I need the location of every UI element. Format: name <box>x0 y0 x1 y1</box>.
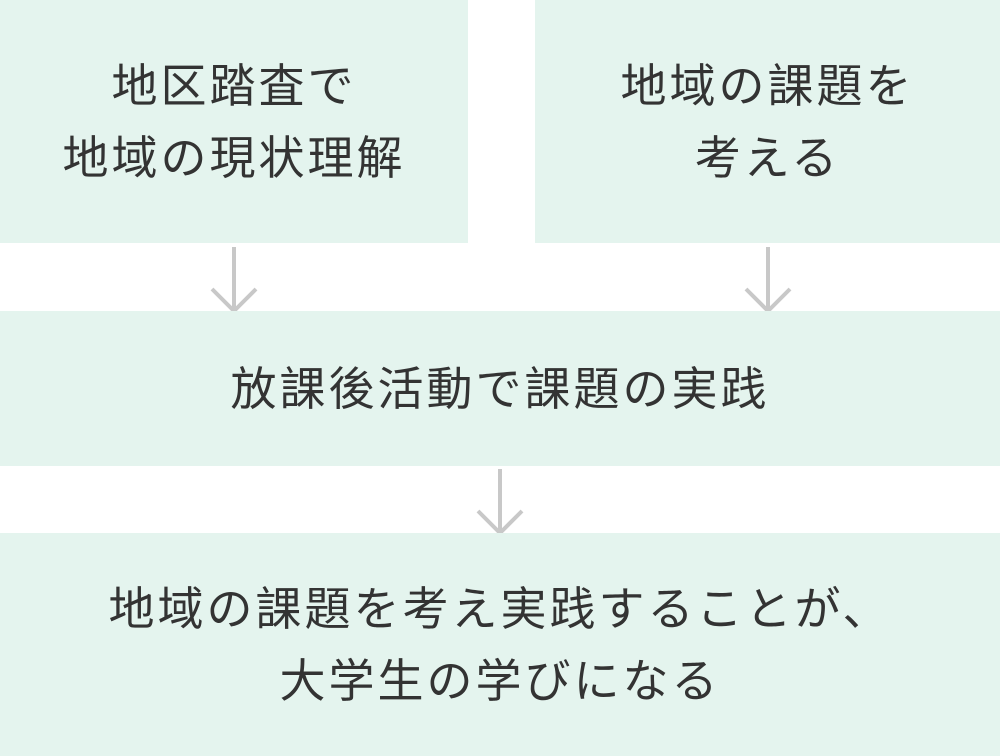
down-arrow-icon <box>476 469 524 535</box>
box-student-learning-line-2: 大学生の学びになる <box>279 653 721 708</box>
box-field-survey-line-2: 地域の現状理解 <box>62 130 406 185</box>
down-arrow-icon <box>744 247 792 313</box>
box-after-school-practice-text: 放課後活動で課題の実践 <box>230 361 770 416</box>
down-arrow-icon <box>210 247 258 313</box>
box-field-survey: 地区踏査で 地域の現状理解 <box>0 0 468 243</box>
box-after-school-practice: 放課後活動で課題の実践 <box>0 311 1000 466</box>
box-consider-issues-line-2: 考える <box>694 130 841 185</box>
box-consider-issues-line-1: 地域の課題を <box>620 58 915 113</box>
box-field-survey-line-1: 地区踏査で <box>111 58 357 113</box>
box-student-learning-line-1: 地域の課題を考え実践することが、 <box>108 581 892 636</box>
box-consider-issues: 地域の課題を 考える <box>535 0 1000 243</box>
box-student-learning: 地域の課題を考え実践することが、 大学生の学びになる <box>0 533 1000 756</box>
